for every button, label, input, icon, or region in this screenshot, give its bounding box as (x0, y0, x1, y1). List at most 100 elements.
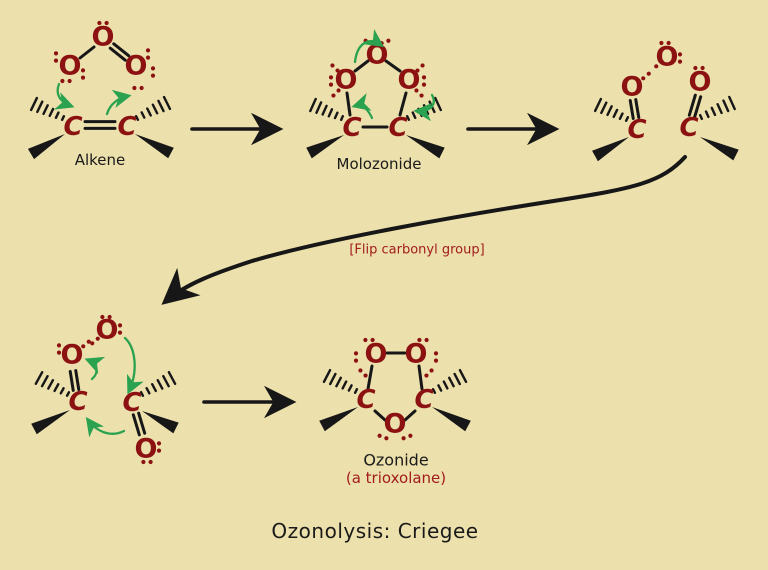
lone-pair-dot (97, 20, 102, 26)
hashed-wedge-tick (716, 103, 723, 115)
lone-pair-dot (421, 82, 427, 87)
bond-double (137, 411, 147, 435)
hashed-wedge-tick (157, 99, 165, 113)
solid-wedge (135, 134, 174, 159)
lone-pair-dot (700, 65, 705, 71)
lone-pair-dot (659, 59, 664, 64)
lone-pair-dot (420, 63, 425, 68)
hashed-wedge-tick (145, 387, 151, 395)
electron-pushing-arrow (84, 356, 106, 381)
lone-pair-dot (353, 351, 359, 356)
solid-wedge (27, 134, 66, 160)
lone-pair-dot (60, 78, 65, 84)
hashed-wedge-tick (328, 372, 337, 386)
lone-pair-dot (335, 68, 340, 73)
lone-pair-dot (424, 337, 429, 343)
atom-symbol-C: C (68, 387, 87, 417)
atom-symbol-C: C (356, 385, 375, 415)
solid-wedge (142, 411, 179, 434)
bond-double (74, 369, 81, 392)
electron-pushing-arrow (353, 29, 385, 64)
hashed-wedge-tick (618, 112, 624, 121)
lone-pair-dot (417, 337, 422, 343)
hashed-wedge-tick (698, 113, 704, 121)
lone-pair-dot (415, 68, 420, 73)
lone-pair-dot (421, 75, 427, 80)
lone-pair-dot (370, 337, 375, 343)
bond-double (131, 413, 141, 437)
atom-symbol-O: O (335, 65, 358, 96)
hashed-wedge-tick (36, 100, 44, 114)
hashed-wedge-tick (40, 375, 49, 388)
lone-pair-dot (156, 448, 162, 453)
hashed-wedge-tick (458, 368, 468, 384)
electron-pushing-arrow (123, 336, 144, 395)
atom-symbol-O: O (384, 409, 407, 440)
hashed-wedge-tick (339, 114, 345, 122)
hashed-wedge-tick (322, 368, 332, 384)
hashed-wedge-tick (710, 106, 717, 117)
hashed-wedge-tick (134, 115, 140, 121)
flip-carbonyl-arrow (161, 155, 687, 305)
lone-pair-dot (677, 59, 683, 64)
alkene-label: Alkene (74, 151, 126, 169)
lone-pair-dot (80, 75, 86, 80)
lone-pair-dot (693, 65, 698, 71)
lone-pair-dot (53, 58, 59, 63)
hashed-wedge-tick (437, 384, 443, 392)
atom-symbol-O: O (125, 51, 148, 82)
bond-double (687, 93, 697, 117)
trioxolane-sublabel: (a trioxolane) (345, 469, 447, 487)
lone-pair-dot (377, 433, 382, 438)
lone-pair-dot (363, 373, 368, 378)
atom-symbol-O: O (59, 51, 82, 82)
lone-pair-dot (104, 20, 109, 26)
bond-single (345, 91, 352, 117)
lone-pair-dot (148, 459, 153, 465)
hashed-wedge-tick (722, 99, 730, 113)
hashed-wedge-tick (704, 110, 710, 119)
lone-pair-dot (328, 75, 334, 80)
bond-double (112, 42, 131, 58)
lone-pair-dot (100, 314, 105, 320)
atom-symbol-C: C (117, 112, 136, 142)
solid-wedge (432, 407, 471, 432)
solid-wedge (306, 135, 344, 159)
flip-carbonyl-annotation: [Flip carbonyl group] (349, 242, 485, 258)
atom-symbol-O: O (656, 42, 679, 73)
lone-pair-dot (132, 85, 137, 91)
hashed-wedge-tick (54, 111, 60, 120)
lone-pair-dot (677, 52, 683, 57)
lone-pair-dot (401, 436, 406, 441)
atom-symbol-O: O (366, 40, 389, 71)
lone-pair-dot (145, 48, 151, 53)
electron-pushing-arrow (351, 93, 374, 120)
lone-pair-dot (156, 441, 162, 446)
lone-pair-dot (95, 336, 100, 341)
lone-pair-dot (424, 373, 429, 378)
atom-symbol-C: C (63, 112, 82, 142)
molozonide-label: Molozonide (336, 155, 422, 173)
hashed-wedge-tick (60, 114, 66, 122)
lone-pair-dot (414, 88, 419, 93)
bond-single (366, 364, 374, 391)
diagram-title: Ozonolysis: Criegee (271, 519, 479, 543)
electron-pushing-arrow (85, 417, 126, 438)
atom-symbol-C: C (122, 388, 141, 418)
lone-pair-dot (328, 82, 334, 87)
hashed-wedge-tick (321, 104, 328, 116)
lone-pair-dot (654, 64, 659, 69)
hashed-wedge-tick (405, 114, 411, 122)
hashed-wedge-tick (140, 111, 146, 119)
hashed-wedge-tick (347, 384, 353, 392)
hashed-wedge-tick (606, 105, 613, 117)
hashed-wedge-tick (34, 371, 44, 385)
lone-pair-dot (81, 344, 86, 349)
atom-symbol-O: O (135, 434, 158, 465)
lone-pair-dot (56, 350, 62, 355)
atom-symbol-O: O (405, 339, 428, 370)
hashed-wedge-tick (65, 391, 71, 397)
bond-double (68, 369, 75, 392)
